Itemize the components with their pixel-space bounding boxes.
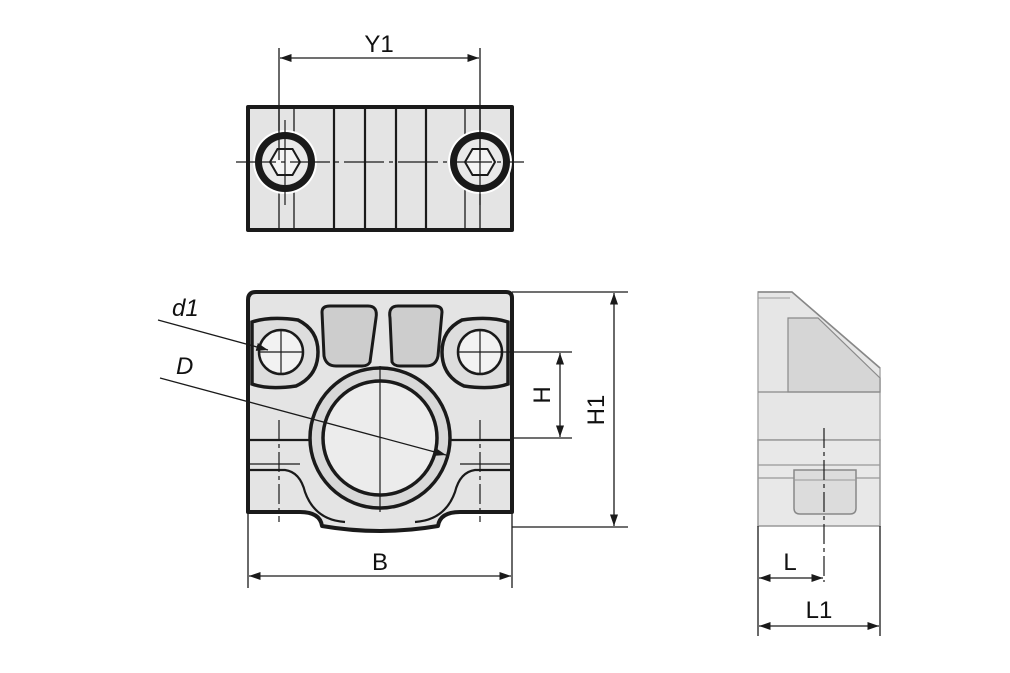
shaft-bore	[308, 366, 452, 512]
label-d1: d1	[172, 295, 199, 322]
screw-hole-left	[250, 316, 320, 390]
upper-window-left	[320, 304, 378, 368]
label-l1: L1	[806, 597, 833, 624]
label-h: H	[529, 386, 556, 403]
side-view: L L1	[757, 291, 881, 636]
label-l: L	[783, 549, 796, 576]
side-view-nut	[793, 469, 857, 515]
dimension-b: B	[247, 512, 513, 588]
dimension-d1: d1	[157, 295, 269, 351]
top-view: Y1	[236, 31, 524, 232]
front-view: d1 D H H1 B	[157, 290, 628, 588]
dimension-h1: H1	[512, 291, 628, 528]
dimension-h: H	[500, 351, 572, 439]
upper-window-right	[388, 304, 444, 368]
dimension-l1: L1	[759, 526, 881, 636]
dimension-y1: Y1	[278, 31, 481, 160]
label-h1: H1	[583, 395, 610, 426]
dimension-d: D	[159, 353, 447, 456]
label-d: D	[176, 353, 193, 380]
screw-hole-right	[440, 316, 510, 390]
label-b: B	[372, 549, 388, 576]
label-y1: Y1	[364, 31, 393, 58]
dimension-l: L	[757, 526, 823, 636]
side-view-chamfer-face	[787, 317, 881, 393]
